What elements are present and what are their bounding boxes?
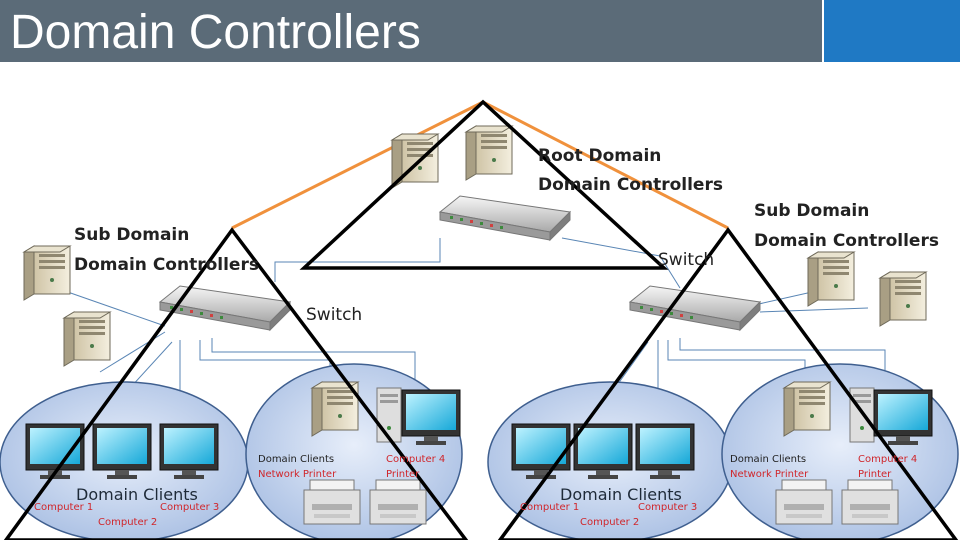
root-switch-icon [439, 195, 571, 241]
page-title: Domain Controllers [10, 6, 421, 59]
right-computer-2-label: Computer 2 [580, 517, 639, 528]
left-printer-2-icon [369, 479, 427, 525]
client-group-areas [0, 363, 959, 540]
left-dc-label-line2: Domain Controllers [74, 255, 259, 275]
right-printer-label: Printer [858, 469, 892, 480]
right-printer-2-icon [841, 479, 899, 525]
domain-boundaries [3, 99, 959, 540]
left-printer-label: Printer [386, 469, 420, 480]
right-dc-label-line2: Domain Controllers [754, 231, 939, 251]
title-bar [0, 0, 822, 62]
left-computer-2-label: Computer 2 [98, 517, 157, 528]
root-dc-label-line1: Root Domain [538, 146, 661, 166]
left-computer-1-label: Computer 1 [34, 502, 93, 513]
right-clients-label: Domain Clients [560, 485, 682, 504]
root-dc-label-line2: Domain Controllers [538, 175, 723, 195]
right-computer-1-label: Computer 1 [520, 502, 579, 513]
left-printer-clients-label: Domain Clients [258, 454, 334, 465]
left-server-2-icon [63, 311, 111, 367]
left-dc-label-line1: Sub Domain [74, 225, 189, 245]
left-switch-icon [159, 285, 291, 331]
right-switch-icon [629, 285, 761, 331]
left-network-printer-label: Network Printer [258, 469, 337, 480]
right-computer-4-label: Computer 4 [858, 454, 917, 465]
right-printer-1-icon [775, 479, 833, 525]
left-computer-4-label: Computer 4 [386, 454, 445, 465]
left-printer-1-icon [303, 479, 361, 525]
left-server-1-icon [23, 245, 71, 301]
root-server-2-icon [465, 125, 513, 181]
root-domain-triangle [299, 99, 669, 270]
right-subdomain-triangle [497, 227, 959, 540]
trust-links [231, 100, 729, 230]
left-clients-label: Domain Clients [76, 485, 198, 504]
root-switch-label: Switch [658, 250, 714, 270]
right-print-server-icon [783, 381, 831, 437]
right-dc-label-line1: Sub Domain [754, 201, 869, 221]
left-subdomain-triangle [3, 227, 469, 540]
right-computer-3-label: Computer 3 [638, 502, 697, 513]
left-computer-4-tower-icon [376, 387, 402, 443]
left-switch-label: Switch [306, 305, 362, 325]
right-printer-clients-label: Domain Clients [730, 454, 806, 465]
title-accent-block [824, 0, 960, 62]
right-network-printer-label: Network Printer [730, 469, 809, 480]
right-server-1-icon [807, 251, 855, 307]
right-server-2-icon [879, 271, 927, 327]
left-computer-3-label: Computer 3 [160, 502, 219, 513]
